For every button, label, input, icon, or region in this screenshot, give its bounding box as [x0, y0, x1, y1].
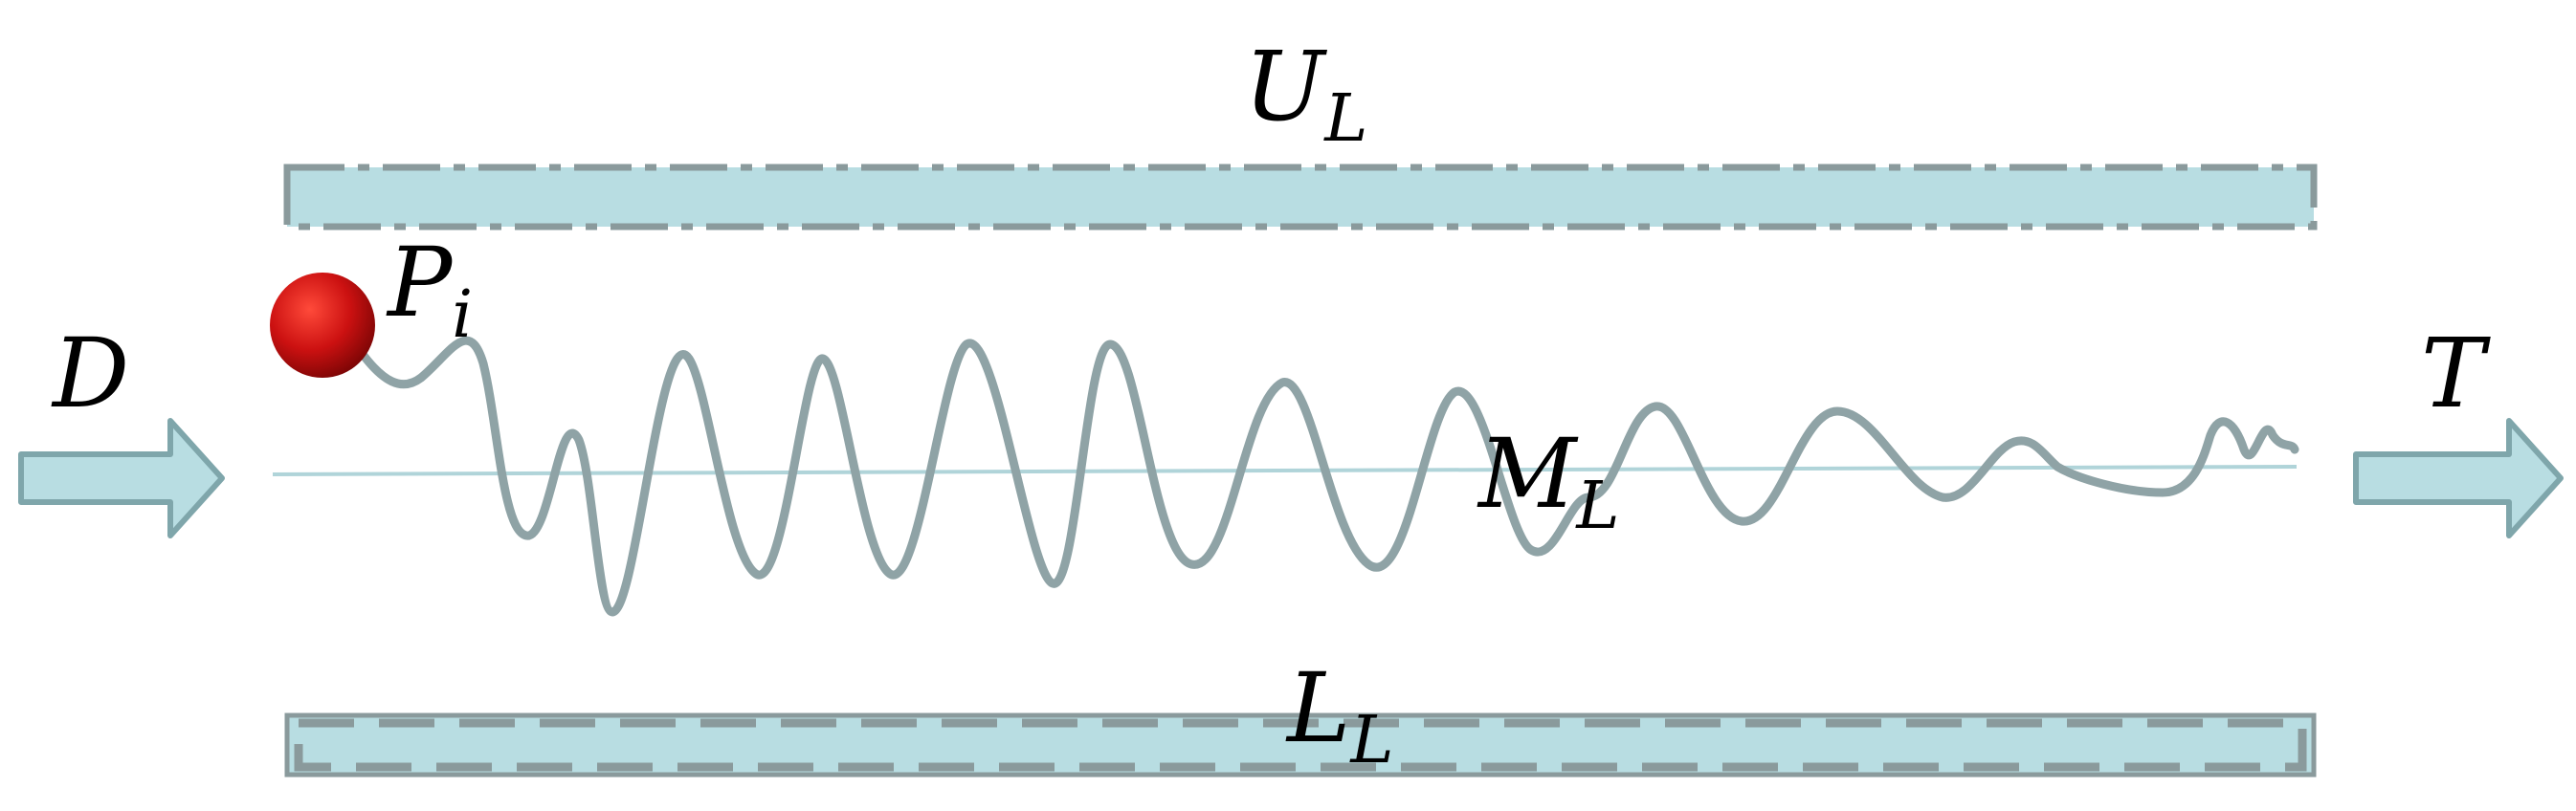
- lower-limit-band-dashes: [294, 718, 2307, 772]
- mean-line-label: ML: [1477, 418, 1620, 544]
- input-label: D: [51, 318, 129, 429]
- particle-ball: [270, 273, 375, 378]
- oscillation-wave: [354, 336, 2299, 617]
- particle-label: Pi: [386, 227, 473, 353]
- mean-line: [272, 465, 2298, 476]
- upper-limit-band: [283, 164, 2318, 230]
- upper-limit-label: UL: [1244, 31, 1367, 157]
- output-label: T: [2421, 318, 2491, 429]
- output-arrow: [2353, 418, 2564, 538]
- lower-limit-label: LL: [1285, 652, 1394, 778]
- input-arrow: [18, 418, 225, 538]
